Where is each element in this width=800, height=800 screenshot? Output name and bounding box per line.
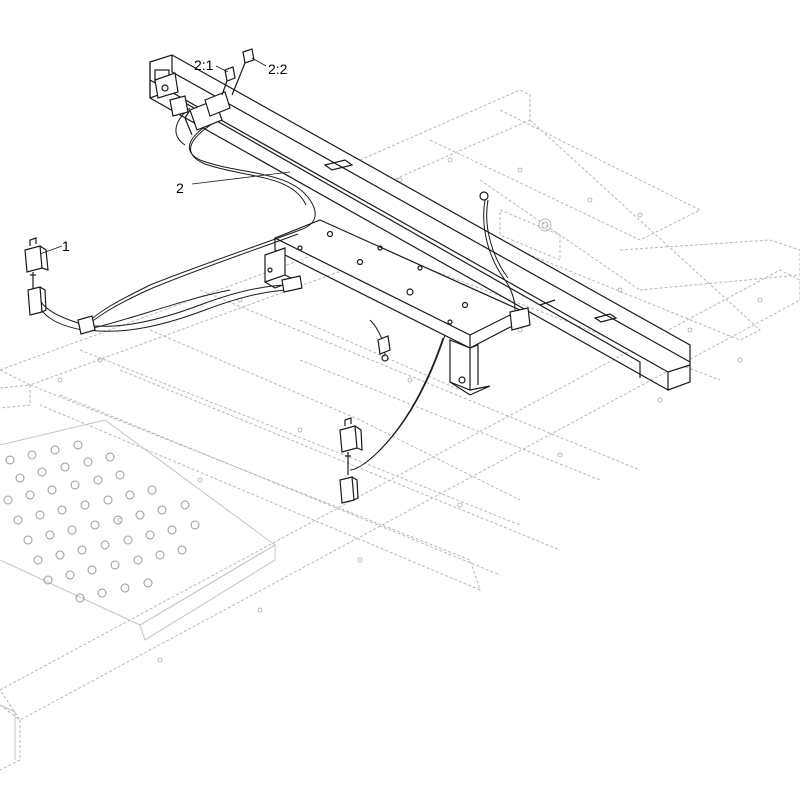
seat-plate bbox=[264, 219, 522, 396]
callout-2-2: 2:2 bbox=[268, 61, 288, 77]
platform-perforations bbox=[3, 440, 200, 603]
callout-2: 2 bbox=[176, 180, 184, 196]
callout-labels: 1 2 2:1 2:2 bbox=[62, 57, 288, 254]
callout-2-1: 2:1 bbox=[194, 57, 214, 73]
connector-2-2 bbox=[231, 48, 255, 96]
harness-module bbox=[154, 72, 231, 136]
chassis-frame bbox=[0, 89, 800, 771]
callout-1: 1 bbox=[62, 238, 70, 254]
connector-2-1 bbox=[221, 66, 236, 96]
wiring-harness bbox=[37, 107, 531, 471]
switch-part-1 bbox=[24, 237, 49, 316]
cross-bar bbox=[149, 54, 691, 392]
leader-lines bbox=[39, 57, 291, 255]
switch-center bbox=[339, 417, 363, 504]
